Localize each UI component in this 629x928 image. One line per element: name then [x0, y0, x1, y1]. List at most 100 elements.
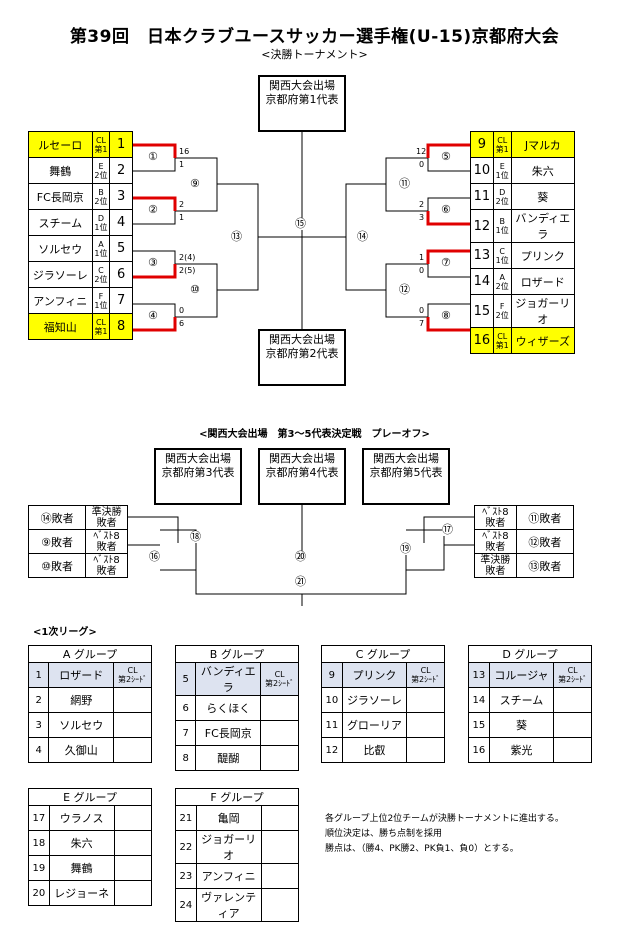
group-number: 3 — [27, 712, 50, 738]
team-number: 14 — [470, 268, 494, 295]
group-team: 比叡 — [341, 737, 408, 763]
group-number: 17 — [28, 805, 50, 831]
seed-line2: 2位 — [495, 281, 509, 291]
team-name: ジョガーリオ — [510, 294, 576, 328]
empty-cell — [113, 880, 152, 906]
seed-line2: 1位 — [495, 255, 509, 265]
seed-line1: F — [499, 302, 505, 311]
seed-line2: 第1 — [495, 340, 509, 350]
team-name: ロザード — [510, 268, 576, 295]
group-number: 16 — [468, 737, 490, 763]
seed-line1: A — [98, 239, 104, 249]
match-7-label: ⑦ — [441, 256, 451, 269]
seed-second: 第2ｼｰﾄﾞ — [118, 675, 148, 684]
group-header: E グループ — [28, 788, 152, 806]
rep4-line2: 京都府第4代表 — [265, 466, 339, 479]
rep1-line2: 京都府第1代表 — [265, 93, 339, 106]
score-m4-top: 0 — [179, 306, 185, 315]
playoff-team: ⑫敗者 — [515, 529, 575, 554]
league-title: <1次リーグ> — [33, 627, 97, 638]
match-17-label: ⑰ — [442, 523, 453, 536]
playoff-team: ⑪敗者 — [515, 505, 575, 530]
team-number: 15 — [470, 294, 494, 328]
group-team: ロザード — [48, 662, 115, 688]
team-number: 16 — [470, 327, 494, 354]
match-5-label: ⑤ — [441, 150, 451, 163]
team-name: ルセーロ — [28, 131, 93, 158]
team-number: 1 — [109, 131, 133, 158]
match-12-label: ⑫ — [399, 283, 410, 296]
group-header: B グループ — [175, 645, 299, 663]
playoff_left-row: ⑭敗者準決勝敗者 — [27, 505, 128, 530]
notes: 各グループ上位2位チームが決勝トーナメントに進出する。 順位決定は、勝ち点制を採… — [325, 812, 564, 857]
team-name: スチーム — [28, 209, 93, 236]
score-m2-bot: 1 — [179, 213, 185, 222]
empty-cell — [260, 830, 299, 864]
team-name: 朱六 — [510, 157, 576, 184]
group-number: 15 — [468, 712, 490, 738]
rep1-line1: 関西大会出場 — [269, 79, 335, 92]
match-21-label: ㉑ — [295, 575, 306, 588]
empty-cell — [113, 855, 152, 881]
team-name: アンフィニ — [28, 287, 93, 314]
group-number: 13 — [468, 662, 490, 688]
team-name: ソルセウ — [28, 235, 93, 262]
group-number: 18 — [28, 830, 50, 856]
rep4-line1: 関西大会出場 — [269, 452, 335, 465]
seed-cl: CL — [420, 666, 431, 675]
team-number: 3 — [109, 183, 133, 210]
playoff-seed-line1: ﾍﾞｽﾄ8 — [482, 506, 509, 518]
team-name: Jマルカ — [510, 131, 576, 158]
playoff-seed-line1: ﾍﾞｽﾄ8 — [93, 530, 120, 542]
rep2-line2: 京都府第2代表 — [265, 347, 339, 360]
team-number: 4 — [109, 209, 133, 236]
empty-cell — [260, 863, 299, 889]
playoff-team: ⑬敗者 — [515, 553, 575, 578]
empty-cell — [553, 712, 592, 738]
group-number: 7 — [174, 720, 197, 746]
group-team: ウラノス — [48, 805, 115, 831]
group-team: FC長岡京 — [195, 720, 262, 746]
team-number: 10 — [470, 157, 494, 184]
playoff-seed-line2: 敗者 — [96, 541, 117, 553]
empty-cell — [406, 737, 445, 763]
team-name: ウィザーズ — [510, 327, 576, 354]
score-m1-top: 16 — [179, 147, 190, 156]
empty-cell — [260, 805, 299, 831]
seed-line1: C — [499, 246, 506, 256]
playoff-seed-line1: 準決勝 — [91, 506, 122, 518]
empty-cell — [260, 695, 299, 721]
seed-line1: D — [97, 213, 105, 223]
seed-line2: 第1 — [94, 326, 108, 336]
group-header: A グループ — [28, 645, 152, 663]
group-team: 亀岡 — [195, 805, 262, 831]
